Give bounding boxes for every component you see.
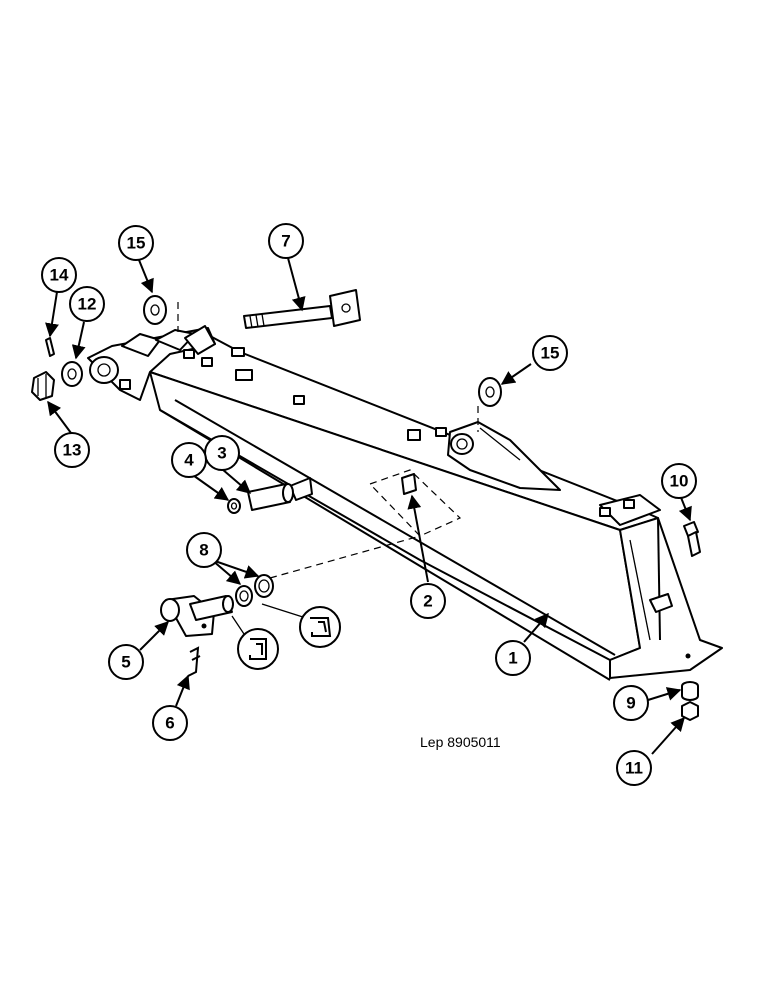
callout-4: 4 [171,442,207,478]
callout-1: 1 [495,640,531,676]
svg-text:7: 7 [281,232,290,251]
svg-text:4: 4 [184,451,194,470]
ring-4 [227,498,241,514]
cotter-pin-14 [45,337,55,357]
callout-8: 8 [186,532,222,568]
leader-lines [45,257,692,755]
svg-text:5: 5 [121,653,130,672]
callout-5: 5 [108,644,144,680]
callout-9: 9 [613,685,649,721]
svg-text:12: 12 [78,295,97,314]
pin-3 [247,483,294,511]
washer-15-right [478,377,502,407]
svg-text:15: 15 [541,344,560,363]
callout-3: 3 [204,435,240,471]
svg-text:8: 8 [199,541,208,560]
bolt-10 [683,521,701,557]
svg-text:1: 1 [508,649,517,668]
grease-nipple-2 [401,473,417,495]
callout-13: 13 [54,432,90,468]
drawing-reference: Lep 8905011 [420,734,501,750]
svg-text:6: 6 [165,714,174,733]
svg-text:2: 2 [423,592,432,611]
main-boom [87,325,723,681]
washer-12 [61,361,83,387]
seal-8 [231,574,341,670]
castle-nut-13 [31,371,55,401]
clip-6 [187,646,201,677]
washer-15-left [143,295,167,325]
svg-text:14: 14 [50,266,69,285]
svg-text:9: 9 [626,694,635,713]
pin-5 [160,595,234,637]
svg-text:11: 11 [625,759,643,778]
callout-7: 7 [268,223,304,259]
callout-15-left: 15 [118,225,154,261]
svg-text:3: 3 [217,444,226,463]
svg-text:15: 15 [127,234,146,253]
callout-12: 12 [69,286,105,322]
svg-text:13: 13 [63,441,82,460]
callout-2: 2 [410,583,446,619]
callout-6: 6 [152,705,188,741]
bushing-9 [681,681,699,701]
callout-15-right: 15 [532,335,568,371]
callout-11: 11 [616,750,652,786]
callout-14: 14 [41,257,77,293]
callout-10: 10 [661,463,697,499]
nut-11 [681,701,699,721]
svg-text:10: 10 [670,472,689,491]
